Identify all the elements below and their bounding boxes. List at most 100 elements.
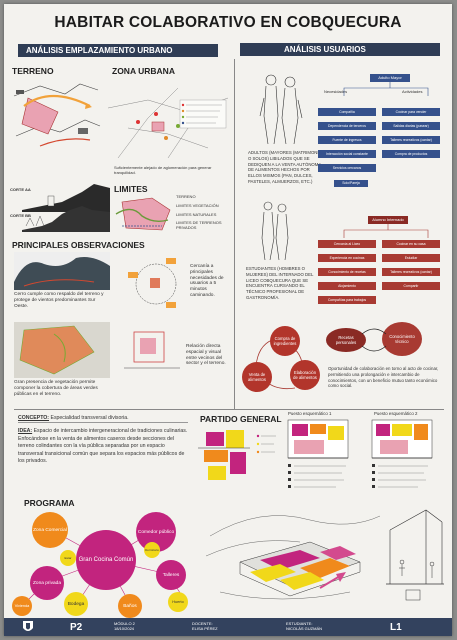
left-section-header: ANÁLISIS EMPLAZAMIENTO URBANO [18, 44, 218, 57]
footer-estudiante-label: ESTUDIANTE: [286, 621, 313, 626]
limites-legend-3: LIMITES NATURALES [176, 211, 217, 217]
footer-lamina: L1 [390, 622, 402, 633]
limites-legend: TERRENO LIMITES VEGETACIÓN LIMITES NATUR… [176, 194, 231, 231]
estudiantes-sketch [261, 201, 289, 261]
programa-dormitorio: Dormitorio [144, 542, 160, 558]
programa-gran-cocina: Gran Cocina Común [76, 530, 136, 590]
poster-sheet: HABITAR COLABORATIVO EN COBQUECURA ANÁLI… [4, 4, 452, 636]
center-divider [234, 59, 235, 409]
tree2-left-3: Conocimiento de recetas [318, 268, 376, 276]
limites-label: LIMITES [114, 184, 148, 194]
footer-docente-label: DOCENTE: [192, 621, 213, 626]
observacion-cerro: Cerro cumple como respaldo del terreno y… [14, 292, 104, 309]
corte-aa-drawing [22, 184, 110, 212]
corte-bb-drawing [22, 206, 110, 232]
tree1-left-4: Interacción social constante [318, 150, 376, 158]
programa-banos: Baños [118, 594, 142, 618]
programa-huerto: Huerto [168, 592, 188, 612]
tree1-right-head: Actividades [402, 89, 423, 94]
footer-estudiante-name: NICOLÁS GUZMÁN [286, 626, 323, 631]
tree2-connectors [343, 224, 429, 238]
adultos-description: ADULTOS (MAYORES (MATRIMONIO O SOLOS) LI… [248, 150, 322, 184]
footer-date: 18/10/2024 [114, 626, 135, 631]
relacion-diagram [124, 331, 180, 369]
footer-code: P2 [70, 622, 83, 633]
idea-text: Espacio de intercambio intergeneracional… [18, 428, 188, 465]
footer-docente: DOCENTE: ELISA PÉREZ [192, 621, 218, 631]
zona-urbana-label: ZONA URBANA [112, 66, 175, 76]
tree2-root: Alumno Internado [368, 216, 408, 224]
tree2-left-1: Cercanía al Liceo [318, 240, 376, 248]
tree1-root: Adulto Mayor [370, 74, 410, 82]
oportunidad-text: Oportunidad de colaboración en torno al … [328, 366, 439, 389]
partido-label: PARTIDO GENERAL [200, 414, 282, 424]
programa-estar: Estar [60, 550, 76, 566]
footer-modulo-label: MÓDULO 2 [114, 621, 135, 626]
programa-zona-privada: Zona privada [30, 566, 64, 600]
cycle-compra: Compra de ingredientes [270, 326, 300, 356]
limites-map [115, 197, 171, 231]
programa-talleres: Talleres [156, 560, 186, 590]
tree1-left-2: Dependencia de terceros [318, 122, 376, 130]
tree1-right-1: Cocinar para vender [382, 108, 440, 116]
tree2-right-4: Compartir [382, 282, 440, 290]
tree1-left-1: Compañía [318, 108, 376, 116]
right-section-header: ANÁLISIS USUARIOS [240, 43, 440, 56]
tree2-left-4: Alojamiento [318, 282, 376, 290]
tree1-left-head: Necesidades [324, 89, 348, 94]
axonometric-sketch [205, 515, 381, 600]
footer-docente-name: ELISA PÉREZ [192, 626, 218, 631]
concepto-label: CONCEPTO: [18, 415, 50, 421]
tree2-right-2: Estudiar [382, 254, 440, 262]
puesto1-plan [287, 419, 349, 488]
programa-vivienda: Vivienda [12, 596, 32, 616]
university-logo [23, 621, 33, 631]
conocimiento-node: Conocimiento técnico [382, 322, 422, 356]
puesto2-label: Puesto esquemático 2 [374, 411, 418, 416]
cercania-diagram [128, 258, 177, 308]
principales-label: PRINCIPALES OBSERVACIONES [12, 240, 145, 250]
lower-divider [14, 409, 444, 410]
tree2-right-1: Cocinar en su casa [382, 240, 440, 248]
concepto-line: CONCEPTO: Especialidad transversal divis… [18, 415, 188, 423]
footer-modulo: MÓDULO 2 18/10/2024 [114, 621, 135, 631]
tree1-left-5: Servicios cercanos [318, 164, 376, 172]
recetas-node: Recetas personales [326, 328, 366, 352]
puesto1-label: Puesto esquemático 1 [288, 411, 332, 416]
terreno-diagram [10, 76, 102, 158]
section-sketch [386, 509, 444, 601]
corte-bb-label: CORTE BB [10, 213, 31, 218]
zona-urbana-caption: Suficientemente alejado de aglomeración … [114, 165, 212, 175]
programa-label: PROGRAMA [24, 498, 75, 508]
tree1-bottom: Solo/Pareja [334, 180, 368, 187]
tree1-right-2: Salidas diarias (pasear) [382, 122, 440, 130]
tree1-right-4: Compra de productos [382, 150, 440, 158]
partido-diagram [198, 430, 276, 480]
vegetacion-diagram [14, 322, 110, 378]
limites-legend-2: LIMITES VEGETACIÓN [176, 202, 219, 208]
tree2-left-2: Experiencia en cocinas [318, 254, 376, 262]
limites-legend-1: TERRENO [176, 194, 196, 199]
footer-bar: P2 MÓDULO 2 18/10/2024 DOCENTE: ELISA PÉ… [4, 618, 452, 636]
zona-urbana-map [108, 87, 228, 159]
programa-bodega: Bodega [64, 592, 88, 616]
tree2-left-5: Compañías para trabajos [318, 296, 376, 304]
exchange-arrows [361, 328, 387, 352]
puesto2-plan [371, 419, 433, 488]
tree1-connectors [343, 82, 429, 96]
tree1-right-3: Talleres recreativos (cantar) [382, 136, 440, 144]
poster-title: HABITAR COLABORATIVO EN COBQUECURA [54, 14, 402, 31]
estudiantes-description: ESTUDIANTES (HOMBRES O MUJERES) DEL INTE… [246, 266, 314, 300]
observacion-cercania: Cercanía a principales necesidades de us… [190, 264, 224, 298]
idea-block: IDEA: Espacio de intercambio intergenera… [18, 428, 190, 466]
footer-estudiante: ESTUDIANTE: NICOLÁS GUZMÁN [286, 621, 322, 631]
cycle-venta: Venta de alimentos [242, 362, 272, 392]
cycle-elaboracion: Elaboración de alimentos [290, 360, 320, 390]
cerro-section-drawing [14, 252, 110, 290]
limites-legend-4: LIMITES DE TERRENOS PRIVADOS [176, 220, 222, 231]
idea-label: IDEA: [18, 428, 33, 434]
tree2-right-3: Talleres recreativos (cantar) [382, 268, 440, 276]
terreno-label: TERRENO [12, 66, 54, 76]
adultos-sketch [259, 74, 303, 145]
concepto-text: Especialidad transversal divisoria. [50, 415, 129, 421]
